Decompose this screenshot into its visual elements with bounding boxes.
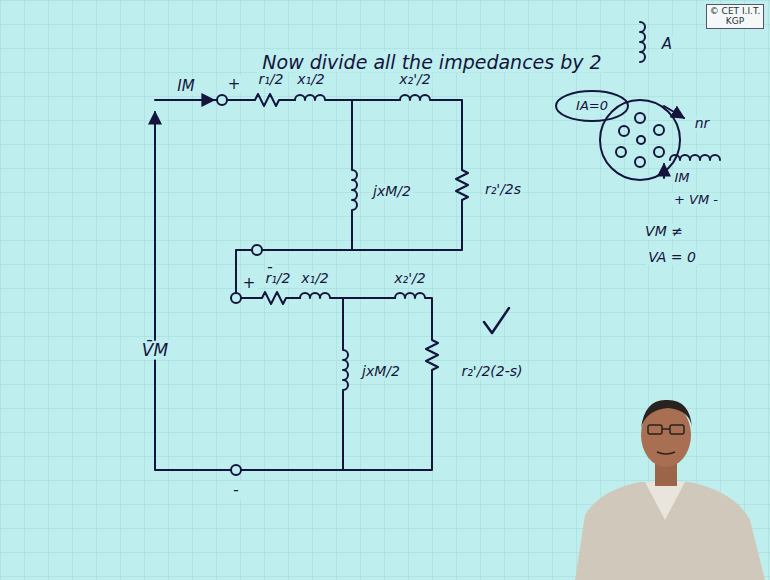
lecturer-figure xyxy=(575,400,765,580)
polarity-mark: - xyxy=(231,481,241,499)
current-label: IA=0 xyxy=(574,99,610,113)
inductor-symbol xyxy=(295,95,400,100)
note-text: VA = 0 xyxy=(646,250,698,265)
rotor-bar xyxy=(637,136,645,144)
winding-a xyxy=(640,22,645,62)
hair xyxy=(641,400,692,428)
voltage-arrow xyxy=(155,112,231,470)
terminal xyxy=(231,293,241,303)
resistor-symbol xyxy=(241,292,300,304)
rotor-bar xyxy=(616,147,626,157)
resistance-label: r₁/2 xyxy=(257,72,286,87)
resistance-label: r₂'/2(2-s) xyxy=(459,364,524,379)
magnetizing-inductor xyxy=(352,100,357,250)
slide-title: Now divide all the impedances by 2 xyxy=(260,52,603,73)
voltage-label: V̄M xyxy=(140,341,170,360)
reactance-label: x₁/2 xyxy=(299,271,331,286)
terminal xyxy=(217,95,227,105)
inductor-symbol xyxy=(300,293,395,298)
glasses xyxy=(662,428,670,430)
speed-label: nr xyxy=(693,116,712,131)
rotor-bar xyxy=(635,113,645,123)
check-mark xyxy=(484,308,509,333)
resistor-symbol xyxy=(227,94,295,106)
shirt xyxy=(645,482,685,520)
current-arrow xyxy=(190,99,214,101)
backward-circuit xyxy=(155,112,438,475)
rotor-branch xyxy=(262,95,468,250)
winding-label: A xyxy=(660,36,674,53)
rotation-arrow xyxy=(664,106,684,118)
current-label: IM xyxy=(672,171,691,185)
resistance-label: r₂'/2s xyxy=(483,182,523,197)
rotor-bar xyxy=(635,157,645,167)
current-arrow xyxy=(663,164,665,178)
reactance-label: jxM/2 xyxy=(360,364,402,379)
reactance-label: jxM/2 xyxy=(371,184,413,199)
note-text: VM ≠ xyxy=(643,224,685,239)
voltage-label: + VM - xyxy=(672,193,720,207)
glasses xyxy=(648,425,662,434)
polarity-mark: + xyxy=(241,275,258,292)
rotor-branch xyxy=(241,293,438,470)
callout-ellipse xyxy=(556,91,628,121)
reactance-label: x₂'/2 xyxy=(392,271,427,286)
wire xyxy=(155,99,217,101)
terminal xyxy=(252,245,262,255)
winding-m xyxy=(670,155,720,160)
forward-circuit xyxy=(155,94,468,293)
reactance-label: x₁/2 xyxy=(295,72,327,87)
rotor-bar xyxy=(654,125,664,135)
sweater xyxy=(575,482,765,580)
logo: © CET I.I.T. KGP xyxy=(706,4,764,29)
rotor-bar xyxy=(654,147,664,157)
rotor-bar xyxy=(619,126,629,136)
terminal xyxy=(231,465,241,475)
polarity-mark: + xyxy=(226,76,243,93)
rotor-circle xyxy=(600,100,680,180)
motor-sketch xyxy=(556,22,720,180)
glasses xyxy=(670,425,684,434)
magnetizing-inductor xyxy=(343,298,348,470)
current-label: IM xyxy=(175,78,196,95)
reactance-label: x₂'/2 xyxy=(397,72,432,87)
mouth xyxy=(657,452,675,454)
resistance-label: r₁/2 xyxy=(264,271,293,286)
